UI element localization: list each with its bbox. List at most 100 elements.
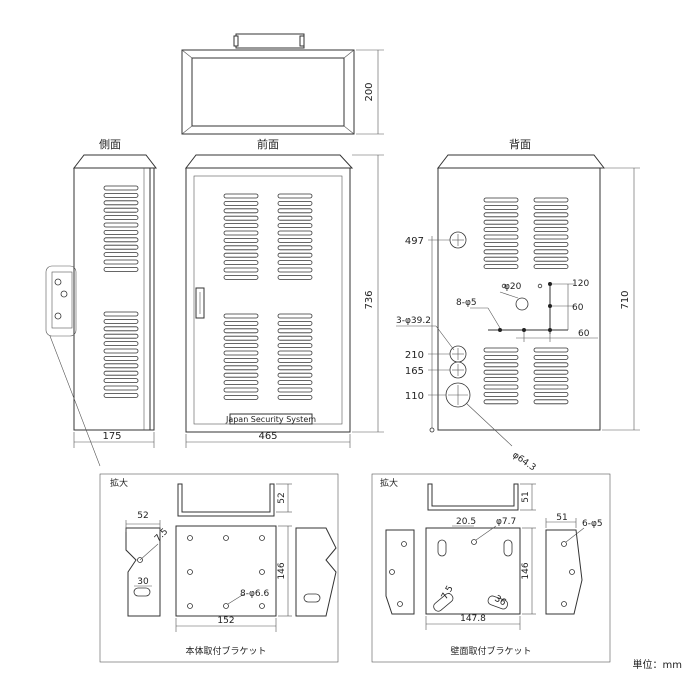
louver-slot: [223, 380, 259, 386]
louver-slot: [103, 392, 139, 398]
louver-slot: [483, 241, 519, 247]
louver-slot: [277, 252, 313, 258]
louver-slot: [277, 208, 313, 214]
bracket-right-detail: 拡大 51 20.5 φ7.7 7.5 36 147.8 146: [371, 473, 611, 663]
louver-slot: [277, 394, 313, 400]
louver-slot: [223, 193, 259, 199]
louver-slot: [277, 328, 313, 334]
louver-slot: [483, 256, 519, 262]
louver-slot: [483, 399, 519, 405]
louver-slot: [533, 354, 569, 360]
louver-slot: [223, 350, 259, 356]
back-view: 背面 710 497 210 165 110 3-φ39.2: [396, 137, 640, 473]
front-width-label: 465: [258, 431, 277, 442]
bracket-right-d146: 146: [521, 562, 531, 579]
louver-slot: [483, 354, 519, 360]
louver-slot: [277, 267, 313, 273]
louver-slot: [103, 348, 139, 354]
louver-slot: [103, 311, 139, 317]
louver-slot: [277, 274, 313, 280]
louver-slot: [103, 333, 139, 339]
louver-slot: [103, 318, 139, 324]
louver-slot: [533, 347, 569, 353]
louver-slot: [483, 219, 519, 225]
eight-phi5-label: 8-φ5: [456, 298, 477, 308]
back-height-label: 710: [620, 290, 631, 309]
louver-slot: [533, 399, 569, 405]
louver-slot: [223, 313, 259, 319]
louver-slot: [223, 252, 259, 258]
side-louvers-top: [103, 185, 139, 272]
bracket-right-d205: 20.5: [456, 517, 476, 527]
hole-165-label: 165: [405, 366, 424, 377]
louver-slot: [483, 197, 519, 203]
bracket-left-d146: 146: [277, 562, 287, 579]
louver-slot: [223, 267, 259, 273]
louver-slot: [223, 237, 259, 243]
louver-slot: [483, 249, 519, 255]
phi643-label: φ64.3: [510, 450, 537, 473]
bracket-left-detail: 拡大 52 8-φ6.6 152 146 52 7.5 30: [99, 473, 339, 663]
louver-slot: [103, 229, 139, 235]
louver-slot: [223, 387, 259, 393]
louver-slot: [103, 192, 139, 198]
back-louvers-top: [483, 197, 569, 270]
louver-slot: [277, 237, 313, 243]
nameplate-text: Japan Security System: [225, 415, 316, 424]
louver-slot: [103, 266, 139, 272]
d60a-label: 60: [572, 303, 584, 313]
louver-slot: [277, 357, 313, 363]
front-louvers: [223, 193, 313, 400]
bracket-left-d52v: 52: [277, 492, 287, 503]
louver-slot: [483, 264, 519, 270]
bracket-right-zoom: 拡大: [380, 477, 398, 489]
front-view-label: 前面: [257, 137, 279, 151]
louver-slot: [533, 377, 569, 383]
louver-slot: [277, 223, 313, 229]
bracket-right-caption: 壁面取付ブラケット: [450, 645, 531, 657]
front-height-label: 736: [364, 290, 375, 309]
louver-slot: [277, 372, 313, 378]
bracket-right-d1478: 147.8: [460, 614, 486, 624]
louver-slot: [533, 362, 569, 368]
d120-label: 120: [572, 279, 589, 289]
louver-slot: [533, 212, 569, 218]
bracket-left-d152: 152: [217, 616, 234, 626]
louver-slot: [277, 313, 313, 319]
louver-slot: [483, 369, 519, 375]
louver-slot: [103, 222, 139, 228]
louver-slot: [277, 260, 313, 266]
back-view-label: 背面: [509, 137, 531, 151]
louver-slot: [223, 245, 259, 251]
louver-slot: [483, 204, 519, 210]
top-height-label: 200: [364, 82, 375, 101]
louver-slot: [223, 230, 259, 236]
louver-slot: [223, 343, 259, 349]
louver-slot: [103, 215, 139, 221]
louver-slot: [483, 347, 519, 353]
louver-slot: [223, 394, 259, 400]
louver-slot: [483, 377, 519, 383]
louver-slot: [223, 320, 259, 326]
louver-slot: [223, 215, 259, 221]
louver-slot: [533, 391, 569, 397]
phi20-label: φ20: [504, 282, 522, 292]
louver-slot: [483, 212, 519, 218]
louver-slot: [103, 355, 139, 361]
louver-slot: [103, 378, 139, 384]
louver-slot: [483, 227, 519, 233]
louver-slot: [533, 384, 569, 390]
bracket-right-d51b: 51: [556, 513, 567, 523]
louver-slot: [277, 200, 313, 206]
louver-slot: [223, 200, 259, 206]
phi20-hole: [515, 297, 529, 311]
side-width-label: 175: [102, 431, 121, 442]
louver-slot: [277, 343, 313, 349]
bracket-left-caption: 本体取付ブラケット: [185, 645, 266, 657]
louver-slot: [483, 234, 519, 240]
three-phi-label: 3-φ39.2: [396, 316, 431, 326]
hole-110-label: 110: [405, 391, 424, 402]
louver-slot: [223, 260, 259, 266]
louver-slot: [103, 370, 139, 376]
